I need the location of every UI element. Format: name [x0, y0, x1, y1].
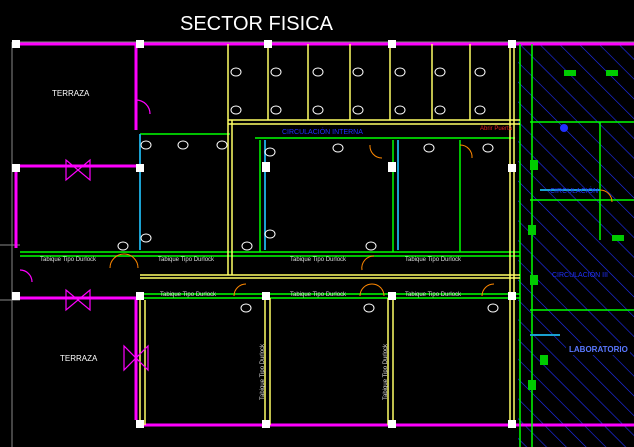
page-title: SECTOR FISICA [180, 13, 334, 35]
partition-label: Tabique Tipo Durlock [405, 292, 462, 298]
partition-label: Tabique Tipo Durlock [158, 257, 215, 263]
partition-label-vertical: Tabique Tipo Durlock [383, 343, 389, 400]
partition-label: Tabique Tipo Durlock [160, 292, 217, 298]
room-label-terraza-top: TERRAZA [52, 89, 90, 98]
partition-label: Tabique Tipo Durlock [40, 257, 97, 263]
equipment [528, 70, 624, 390]
partition-label: Tabique Tipo Durlock [290, 292, 347, 298]
doors [109, 144, 613, 297]
partition-label-vertical: Tabique Tipo Durlock [260, 343, 266, 400]
room-label-circulacion-interna: CIRCULACIÓN INTERNA [282, 127, 363, 136]
room-walls [139, 134, 600, 336]
blue-fixture [560, 124, 568, 132]
partition-label: Tabique Tipo Durlock [290, 257, 347, 263]
terrace-doors [19, 99, 151, 372]
room-label-terraza-bottom: TERRAZA [60, 354, 98, 363]
partition-label: Tabique Tipo Durlock [405, 257, 462, 263]
light-fixtures [117, 67, 499, 313]
room-label-circulacion-iii: CIRCULACIÓN III [552, 270, 608, 279]
room-label-laboratorio: LABORATORIO [569, 345, 628, 354]
laboratorio-label-backdrop [566, 343, 630, 355]
room-label-circulacion: CIRCULACIÓN [550, 186, 598, 195]
site-boundary [0, 41, 634, 447]
structure [139, 44, 520, 425]
columns [12, 40, 516, 428]
partitions [20, 44, 634, 447]
note-abrir-puerta: Abrir Puerta [480, 126, 513, 132]
lab-hatch [518, 44, 634, 447]
